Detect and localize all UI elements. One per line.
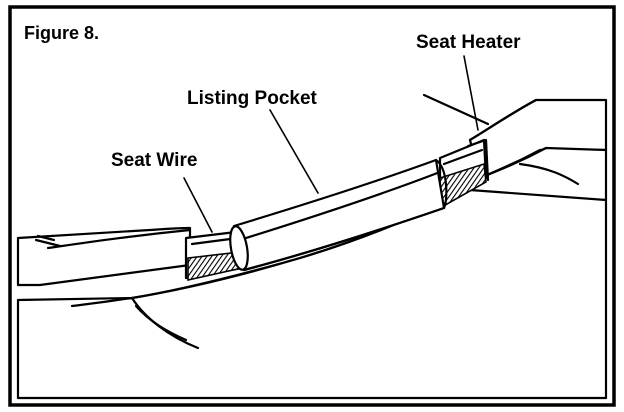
seat-wire-label: Seat Wire [111,150,198,171]
figure-border [8,5,616,407]
seat-heater-clip [438,138,490,210]
seat-heater-label: Seat Heater [416,32,521,53]
figure-title: Figure 8. [24,23,100,43]
listing-pocket-leader [269,109,319,194]
seat-heater-leader [463,55,479,131]
left-seat-fabric [16,226,192,287]
seat-wire-leader [183,177,213,233]
listing-pocket-label: Listing Pocket [187,88,317,109]
listing-pocket-tube [229,158,448,272]
